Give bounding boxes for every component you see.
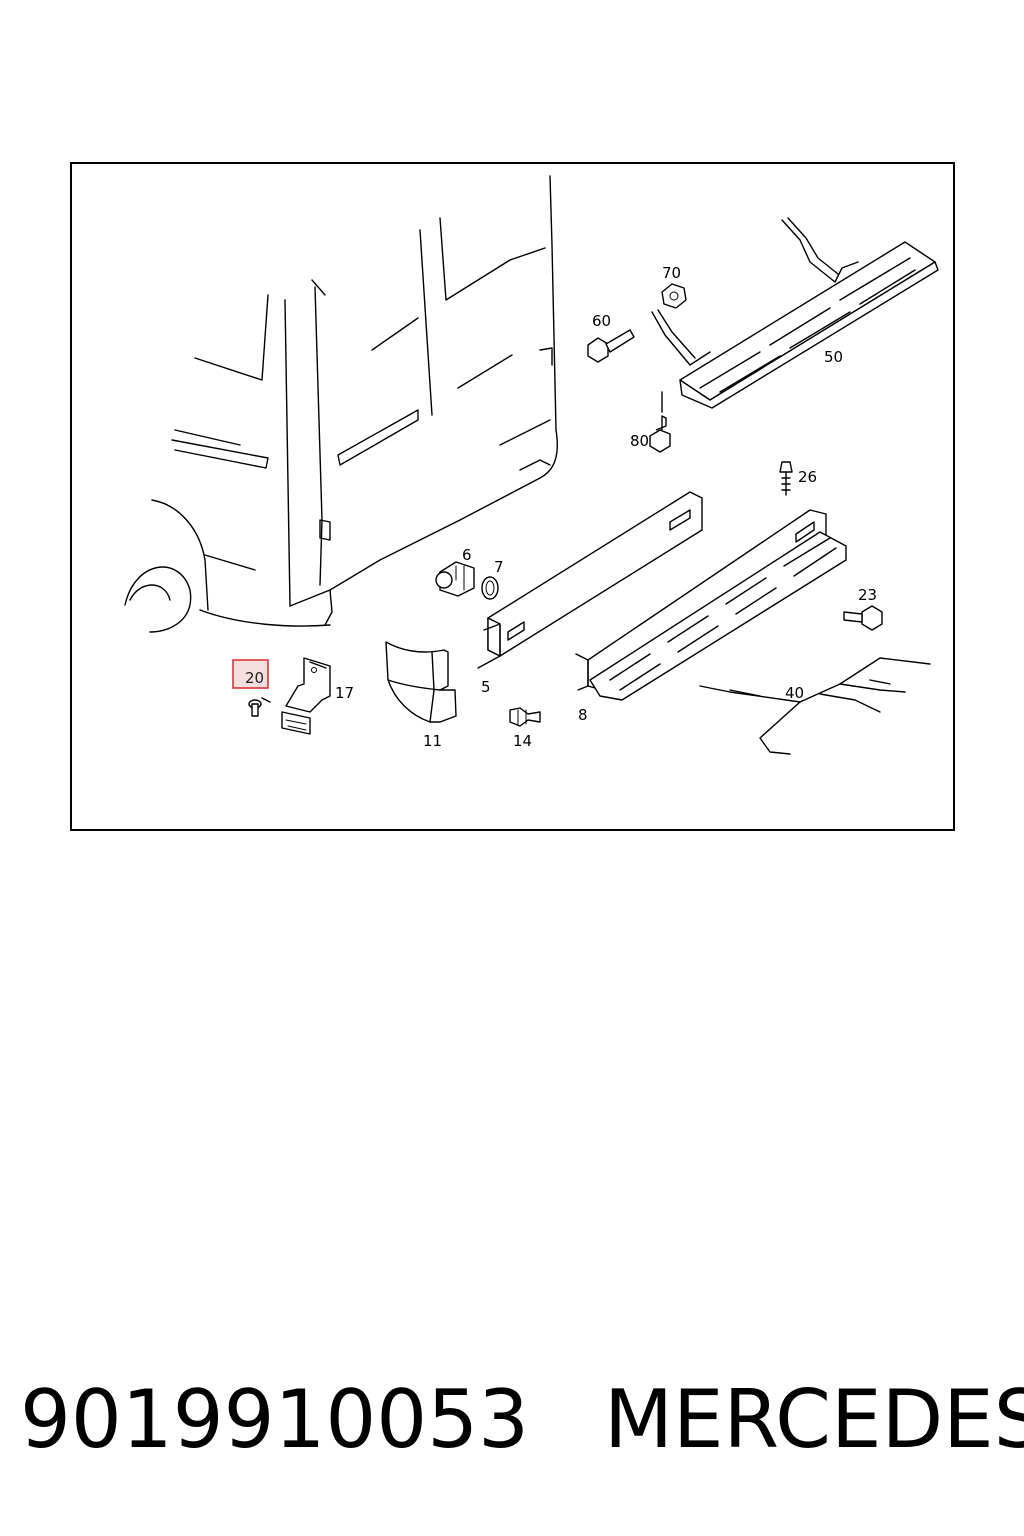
diagram-frame [70,162,955,831]
part-40-cable-harness [699,657,931,755]
callout-8: 8 [578,706,588,724]
brand-name: MERCEDES [603,1373,1024,1466]
callout-20-highlight [232,659,269,689]
callout-23: 23 [858,586,877,604]
part-11-end-cap [385,641,457,723]
callout-60: 60 [592,312,611,330]
callout-14: 14 [513,732,532,750]
callout-6: 6 [462,546,472,564]
part-8-side-step [575,509,847,701]
callout-70: 70 [662,264,681,282]
part-20-push-pin [248,697,271,717]
part-23-bolt [843,605,883,631]
callout-26: 26 [798,468,817,486]
part-60-bolt [587,329,635,363]
callout-17: 17 [335,684,354,702]
part-70-nut [661,283,687,309]
part-6-sensor [435,561,475,597]
footer-caption: 9019910053 MERCEDES [20,1370,1024,1470]
van-body-outline [124,175,558,633]
part-17-bracket [281,657,331,735]
callout-11: 11 [423,732,442,750]
callout-40: 40 [785,684,804,702]
callout-20: 20 [245,669,264,687]
part-number: 9019910053 [20,1373,529,1466]
part-5-sill-panel [477,491,703,669]
callout-5: 5 [481,678,491,696]
callout-7: 7 [494,558,504,576]
part-14-rivet [509,707,541,727]
part-26-clip [779,461,793,496]
part-50-rear-step [651,217,939,413]
part-80-bolt [649,415,671,453]
callout-80: 80 [630,432,649,450]
callout-50: 50 [824,348,843,366]
part-7-ring [481,576,499,600]
